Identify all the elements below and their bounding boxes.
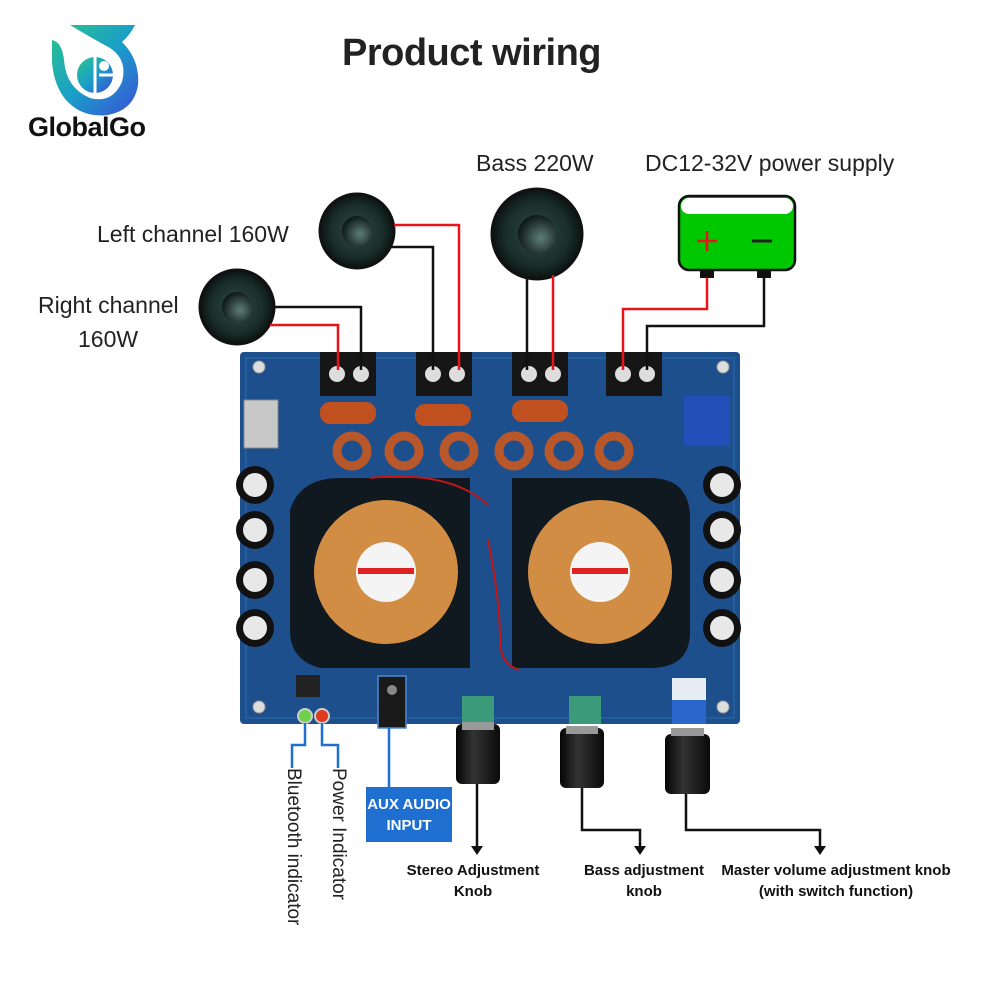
led-bluetooth-icon	[297, 708, 313, 724]
bass-knob-label: Bass adjustment knob	[578, 860, 710, 902]
speaker-right-channel-icon	[198, 268, 276, 346]
master-knob-label-line1: Master volume adjustment knob	[721, 862, 951, 879]
heatsink-left	[290, 478, 470, 668]
globalgo-logo-icon	[52, 25, 139, 116]
bass-label: Bass 220W	[476, 150, 594, 176]
aux-label-line2: INPUT	[386, 816, 432, 834]
regulator	[243, 399, 279, 449]
stereo-pot-base	[462, 696, 494, 724]
power-indicator-label: Power Indicator	[328, 768, 349, 901]
terminal-right-channel[interactable]	[320, 352, 376, 396]
bluetooth-indicator-label: Bluetooth indicator	[283, 768, 304, 926]
stereo-knob-label-line1: Stereo Adjustment	[406, 862, 540, 879]
aux-audio-input-label: AUX AUDIO INPUT	[366, 787, 452, 842]
amplifier-board	[236, 352, 741, 729]
terminal-bass[interactable]	[512, 352, 568, 396]
inductors	[332, 431, 634, 471]
right-channel-wattage: 160W	[78, 326, 139, 352]
bass-knob[interactable]	[560, 726, 604, 788]
bass-knob-label-line1: Bass adjustment	[583, 862, 705, 879]
left-channel-label: Left channel 160W	[97, 221, 289, 247]
film-capacitors	[320, 400, 568, 426]
stereo-knob[interactable]	[456, 722, 500, 784]
bass-knob-label-line2: knob	[626, 883, 662, 900]
aux-label-line1: AUX AUDIO	[367, 795, 451, 813]
bass-pot-base	[569, 696, 601, 724]
terminal-left-channel[interactable]	[416, 352, 472, 396]
page-title: Product wiring	[342, 32, 602, 74]
speaker-bass-icon	[490, 187, 584, 281]
wires	[270, 223, 766, 370]
callout-lines	[290, 723, 826, 855]
power-supply-battery-icon	[677, 194, 797, 278]
led-power-icon	[314, 708, 330, 724]
heatsink-right	[512, 478, 690, 668]
relay	[684, 396, 730, 446]
stereo-knob-label-line2: Knob	[453, 883, 493, 900]
stereo-knob-label: Stereo Adjustment Knob	[398, 860, 548, 902]
capacitors	[236, 466, 741, 647]
right-channel-label: Right channel	[38, 292, 179, 318]
ic-chip	[296, 675, 320, 697]
aux-jack[interactable]	[377, 675, 407, 729]
speaker-left-channel-icon	[318, 192, 396, 270]
master-volume-knob[interactable]	[665, 728, 710, 794]
master-knob-label: Master volume adjustment knob (with swit…	[716, 860, 956, 902]
brand-name: GlobalGo	[28, 112, 146, 142]
power-supply-label: DC12-32V power supply	[645, 150, 895, 176]
terminal-power[interactable]	[606, 352, 662, 396]
master-knob-label-line2: (with switch function)	[758, 883, 914, 900]
